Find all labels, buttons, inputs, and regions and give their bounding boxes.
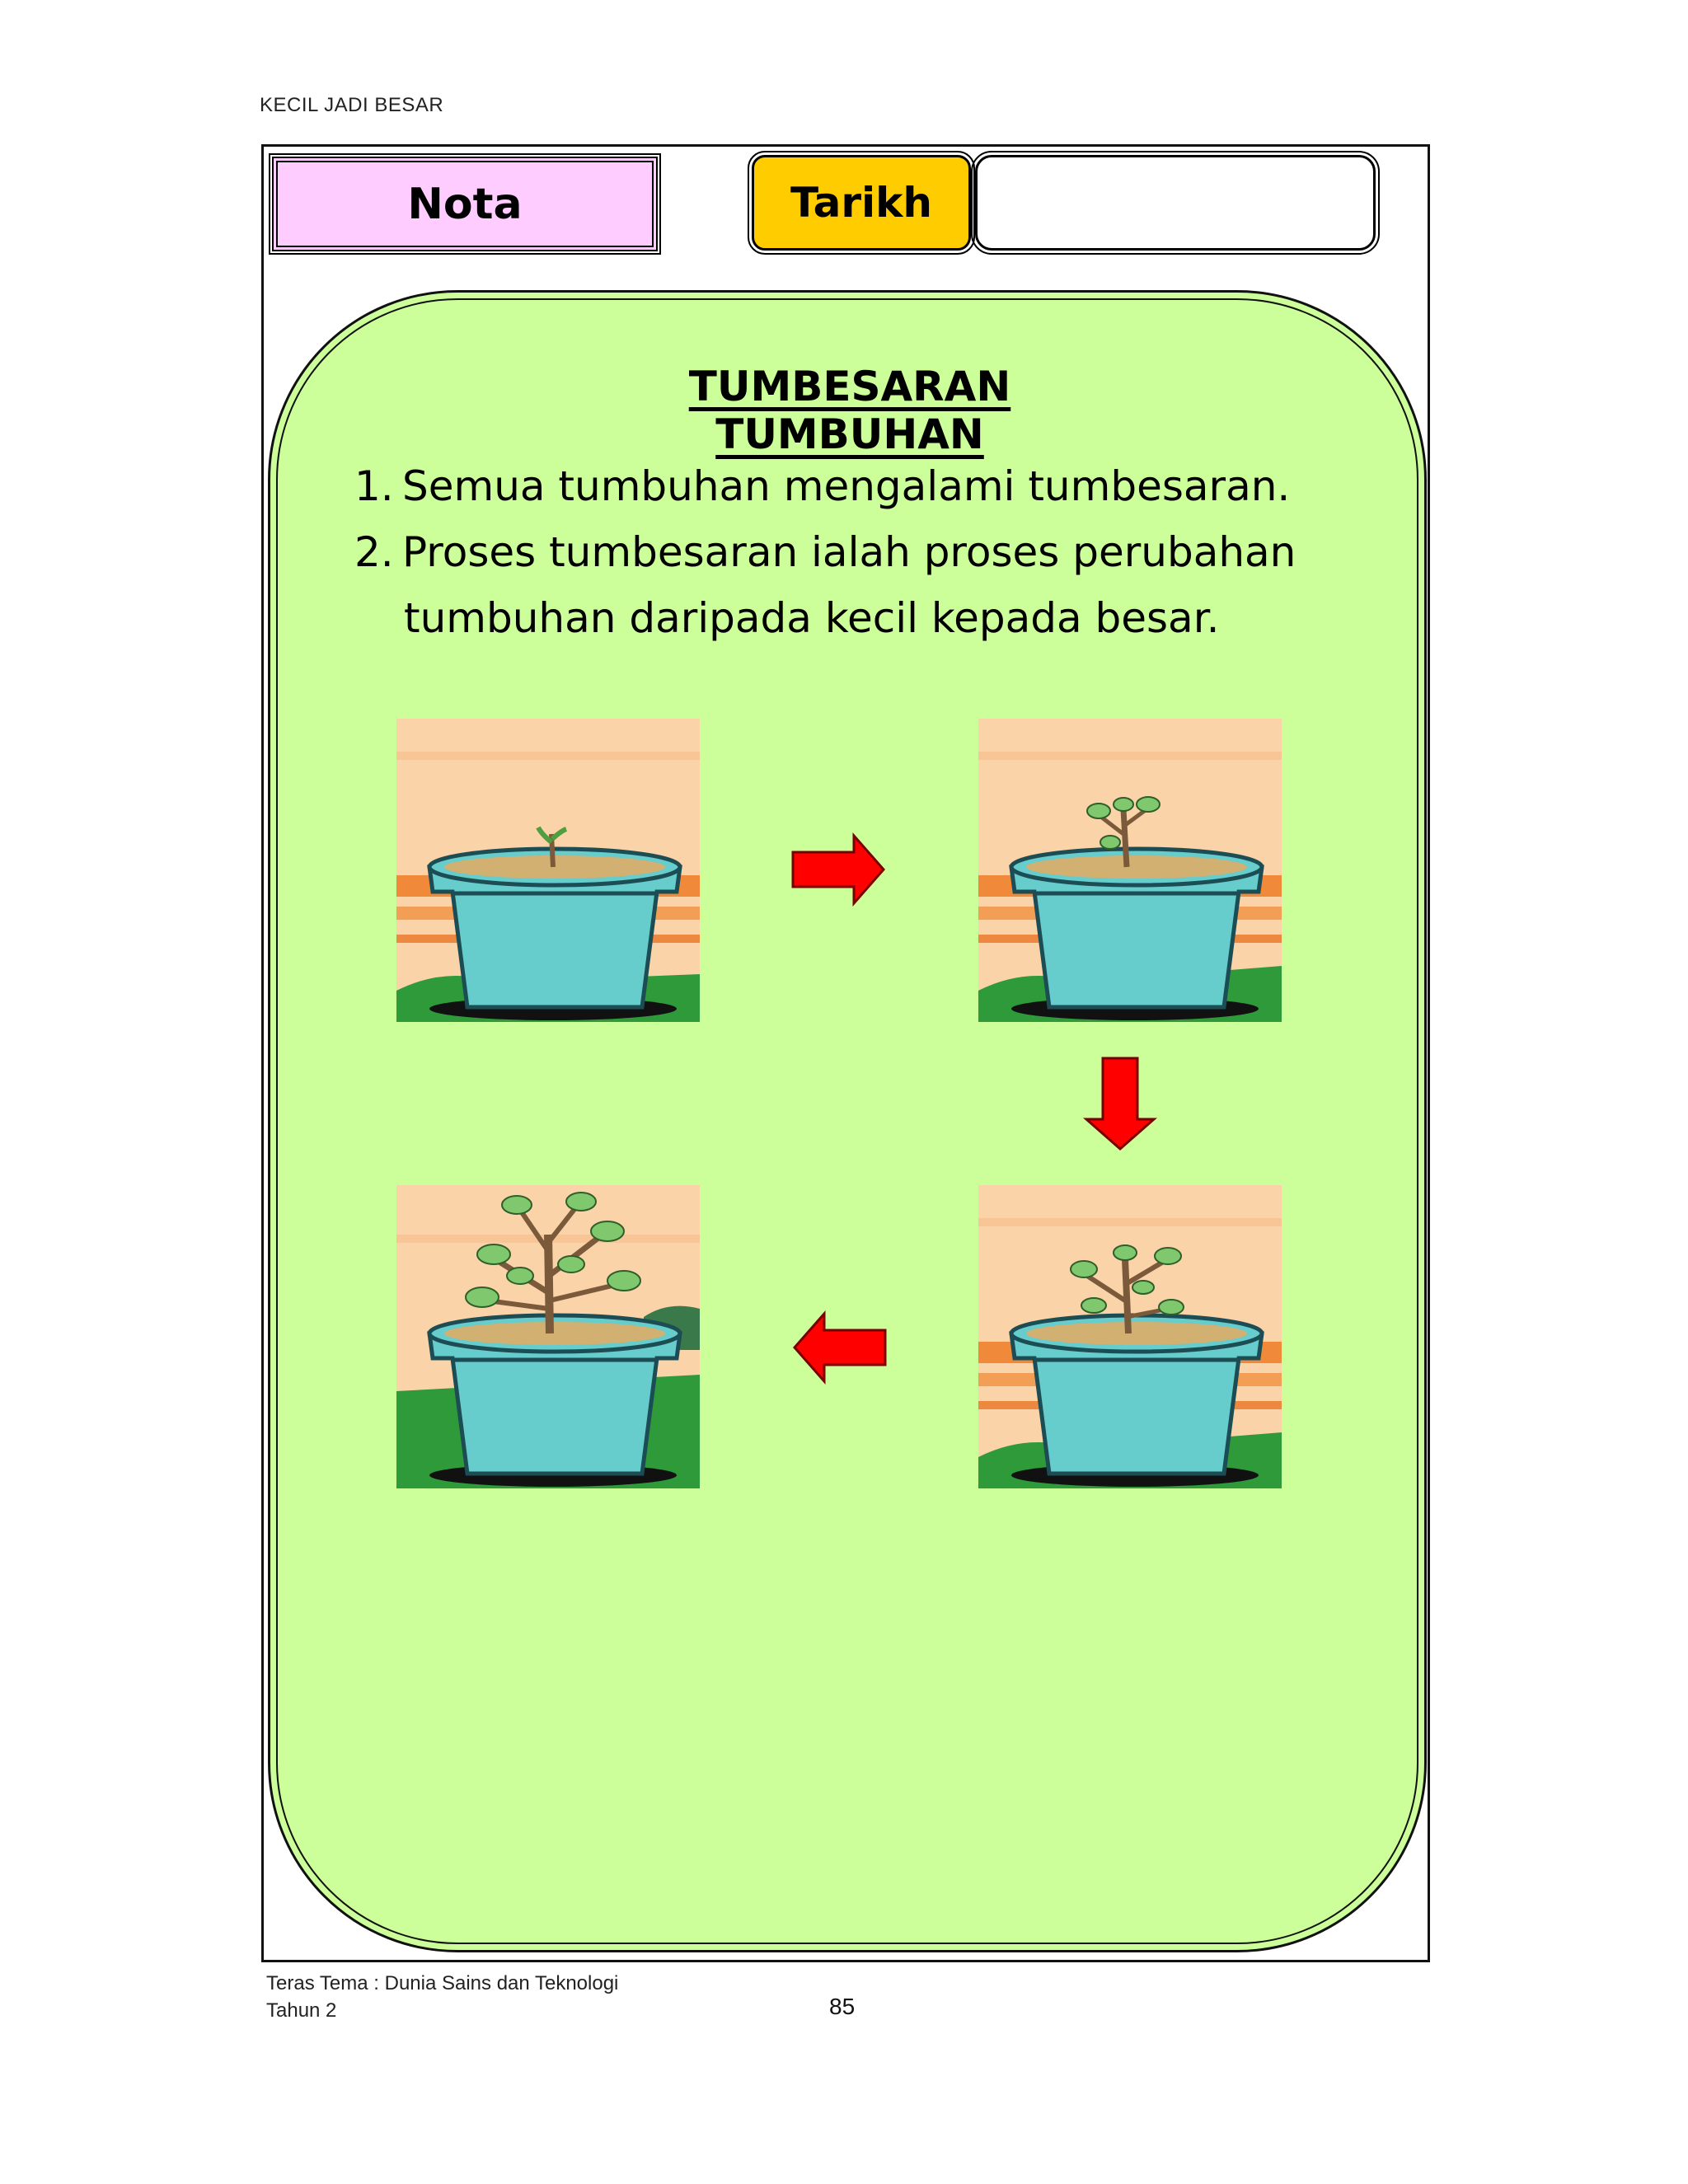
note-panel — [268, 290, 1427, 1952]
plant-stage-growing-image — [978, 1185, 1282, 1488]
footer-year: Tahun 2 — [266, 1999, 337, 2022]
nota-label-box: Nota — [269, 153, 661, 255]
point-text: Semua tumbuhan mengalami tumbesaran. — [402, 462, 1291, 510]
note-title: TUMBESARAN TUMBUHAN — [688, 363, 1011, 458]
page-frame — [261, 144, 1430, 1962]
arrow-left-icon — [793, 1310, 887, 1385]
plant-stage-large-image — [396, 1185, 700, 1488]
nota-label: Nota — [407, 179, 523, 229]
plant-stage-young-image — [978, 719, 1282, 1022]
tarikh-label: Tarikh — [790, 179, 933, 227]
arrow-right-icon — [791, 832, 885, 907]
point-number: 1. — [354, 462, 394, 510]
note-point-2-continuation: tumbuhan daripada kecil kepada besar. — [404, 594, 1220, 642]
footer-theme: Teras Tema : Dunia Sains dan Teknologi — [266, 1972, 619, 1994]
point-number: 2. — [354, 528, 394, 576]
tarikh-label-box: Tarikh — [748, 151, 975, 255]
note-point-1: 1.Semua tumbuhan mengalami tumbesaran. — [354, 453, 1290, 519]
page-number: 85 — [829, 1994, 856, 2019]
arrow-down-icon — [1083, 1057, 1157, 1151]
point-text: Proses tumbesaran ialah proses perubahan — [402, 528, 1296, 576]
plant-stage-sprout-image — [396, 719, 700, 1022]
note-point-2: 2.Proses tumbesaran ialah proses perubah… — [354, 519, 1296, 585]
date-field[interactable] — [971, 151, 1380, 255]
running-title: KECIL JADI BESAR — [260, 94, 444, 116]
